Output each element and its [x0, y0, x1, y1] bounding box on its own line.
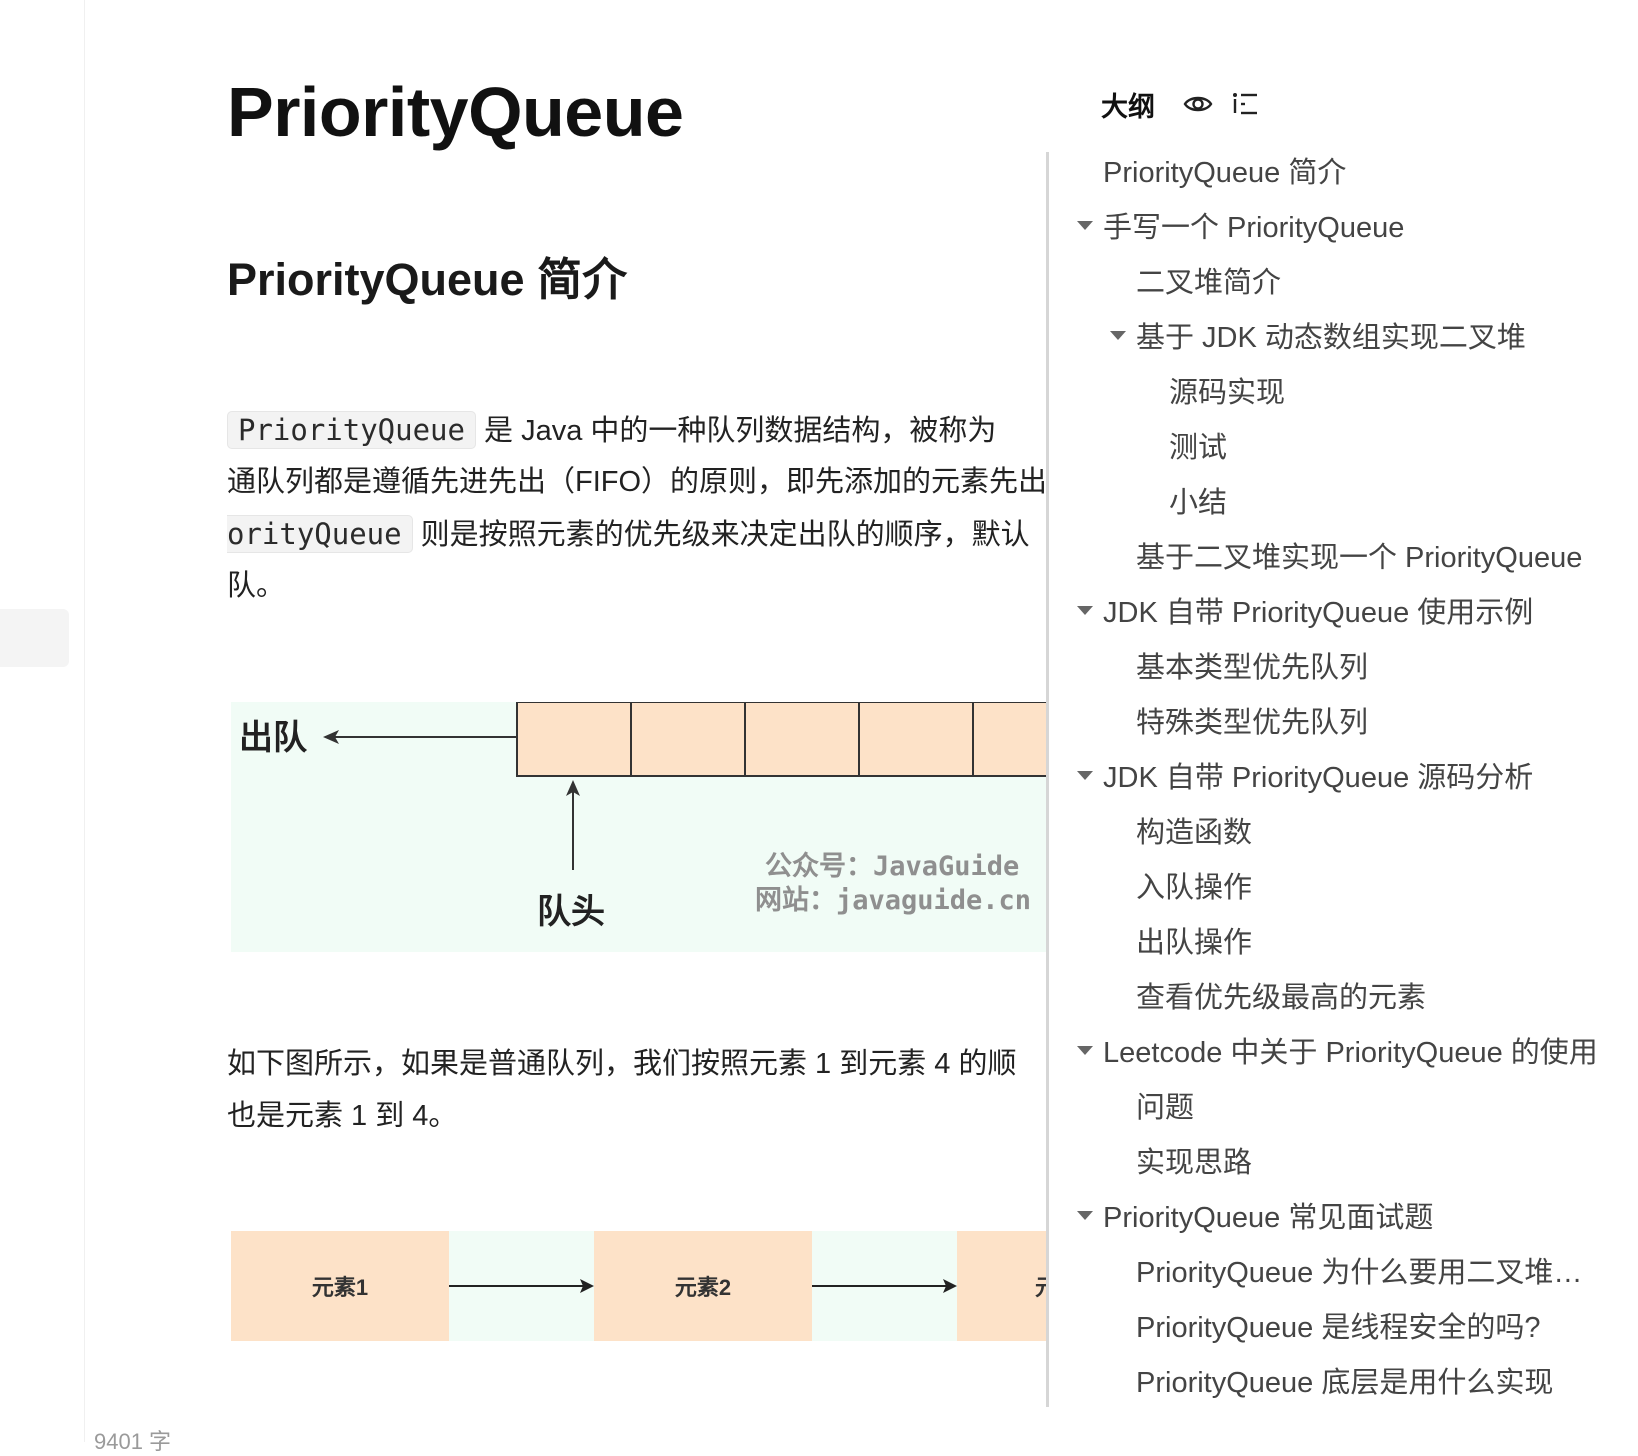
- caret-down-icon[interactable]: [1077, 606, 1093, 615]
- outline-item[interactable]: 源码实现: [1169, 370, 1285, 410]
- list-indent-icon[interactable]: [1231, 90, 1259, 118]
- page-title: PriorityQueue: [227, 73, 684, 151]
- outline-item-label: PriorityQueue 底层是用什么实现: [1136, 1367, 1554, 1399]
- queue-cell: [858, 702, 974, 777]
- inline-code: PriorityQueue: [227, 411, 476, 449]
- queue-cell: [630, 702, 746, 777]
- outline-item[interactable]: 特殊类型优先队列: [1136, 700, 1368, 740]
- paragraph-line: 通队列都是遵循先进先出（FIFO）的原则，即先添加的元素先出: [227, 466, 1048, 498]
- left-rail: [0, 0, 85, 1442]
- outline-item-label: 基本类型优先队列: [1136, 652, 1369, 684]
- outline-item-label: 构造函数: [1136, 817, 1253, 849]
- outline-item-label: PriorityQueue 是线程安全的吗?: [1136, 1312, 1541, 1344]
- outline-divider[interactable]: [1046, 152, 1049, 1407]
- queue-cell: [744, 702, 860, 777]
- paragraph-line: orityQueue 则是按照元素的优先级来决定出队的顺序，默认: [227, 508, 1030, 561]
- sidebar-toggle-tab[interactable]: [0, 609, 69, 667]
- element-box: 元: [957, 1231, 1049, 1341]
- outline-item[interactable]: 手写一个 PriorityQueue: [1077, 205, 1405, 245]
- dequeue-arrowhead: [323, 730, 339, 744]
- outline-item[interactable]: JDK 自带 PriorityQueue 使用示例: [1077, 590, 1534, 630]
- document-content: PriorityQueue PriorityQueue 简介 PriorityQ…: [227, 0, 1049, 1442]
- outline-item[interactable]: 实现思路: [1136, 1140, 1252, 1180]
- caret-down-icon[interactable]: [1077, 1046, 1093, 1055]
- outline-item-label: 源码实现: [1169, 377, 1286, 409]
- outline-item[interactable]: 测试: [1169, 425, 1227, 465]
- caret-down-icon[interactable]: [1077, 1211, 1093, 1220]
- outline-item[interactable]: 基本类型优先队列: [1136, 645, 1368, 685]
- outline-item-label: 实现思路: [1136, 1147, 1253, 1179]
- outline-item[interactable]: 构造函数: [1136, 810, 1252, 850]
- outline-item-label: PriorityQueue 常见面试题: [1103, 1202, 1434, 1234]
- element-box: 元素2: [594, 1231, 812, 1341]
- sequence-arrowhead: [943, 1279, 957, 1293]
- caret-down-icon[interactable]: [1110, 331, 1126, 340]
- queue-diagram: 出队 队头 公众号：JavaGuide 网站：javaguide.cn: [231, 702, 1049, 952]
- outline-item-label: 查看优先级最高的元素: [1136, 982, 1427, 1014]
- head-label: 队头: [537, 892, 605, 932]
- outline-item-label: 测试: [1169, 432, 1228, 464]
- queue-cell: [972, 702, 1049, 777]
- paragraph-text: 则是按照元素的优先级来决定出队的顺序，默认: [412, 519, 1030, 551]
- inline-code: orityQueue: [227, 515, 413, 553]
- outline-item-label: 基于二叉堆实现一个 PriorityQueue: [1136, 542, 1583, 574]
- outline-list: PriorityQueue 简介手写一个 PriorityQueue 二叉堆简介基…: [1049, 146, 1638, 1403]
- outline-item[interactable]: 出队操作: [1136, 920, 1252, 960]
- outline-item[interactable]: 基于 JDK 动态数组实现二叉堆: [1110, 315, 1526, 355]
- queue-cell: [516, 702, 632, 777]
- paragraph-line: 队。: [227, 570, 286, 602]
- caret-down-icon[interactable]: [1077, 221, 1093, 230]
- outline-item[interactable]: PriorityQueue 是线程安全的吗?: [1136, 1305, 1541, 1345]
- outline-item[interactable]: Leetcode 中关于 PriorityQueue 的使用: [1077, 1030, 1598, 1070]
- outline-item[interactable]: JDK 自带 PriorityQueue 源码分析: [1077, 755, 1534, 795]
- outline-header: 大纲: [1101, 82, 1259, 126]
- watermark-line: 公众号：JavaGuide: [765, 851, 1020, 882]
- dequeue-label: 出队: [239, 718, 307, 758]
- element-box: 元素1: [231, 1231, 449, 1341]
- outline-item[interactable]: 基于二叉堆实现一个 PriorityQueue: [1136, 535, 1582, 575]
- caret-down-icon[interactable]: [1077, 771, 1093, 780]
- outline-item-label: PriorityQueue 简介: [1103, 157, 1347, 189]
- outline-item-label: Leetcode 中关于 PriorityQueue 的使用: [1103, 1037, 1598, 1069]
- outline-item[interactable]: 查看优先级最高的元素: [1136, 975, 1426, 1015]
- outline-item[interactable]: 入队操作: [1136, 865, 1252, 905]
- outline-item[interactable]: 问题: [1136, 1085, 1194, 1125]
- outline-item[interactable]: PriorityQueue 常见面试题: [1077, 1195, 1434, 1235]
- outline-item-label: 出队操作: [1136, 927, 1253, 959]
- outline-item[interactable]: PriorityQueue 为什么要用二叉堆…: [1136, 1250, 1582, 1290]
- element-sequence-diagram: 元素1 元素2 元: [231, 1231, 1049, 1341]
- eye-icon[interactable]: [1183, 93, 1213, 115]
- outline-title: 大纲: [1101, 91, 1155, 122]
- outline-item-label: 二叉堆简介: [1136, 267, 1282, 299]
- outline-item[interactable]: PriorityQueue 简介: [1103, 150, 1346, 190]
- outline-item-label: PriorityQueue 为什么要用二叉堆…: [1136, 1257, 1583, 1289]
- outline-item-label: JDK 自带 PriorityQueue 源码分析: [1103, 762, 1534, 794]
- outline-item-label: JDK 自带 PriorityQueue 使用示例: [1103, 597, 1534, 629]
- outline-item-label: 特殊类型优先队列: [1136, 707, 1369, 739]
- paragraph-line: 如下图所示，如果是普通队列，我们按照元素 1 到元素 4 的顺: [227, 1048, 1017, 1080]
- paragraph-line: 也是元素 1 到 4。: [227, 1100, 458, 1132]
- sequence-arrowhead: [580, 1279, 594, 1293]
- queue-diagram-svg: [323, 702, 1049, 870]
- section-heading-intro: PriorityQueue 简介: [227, 254, 628, 305]
- outline-item-label: 手写一个 PriorityQueue: [1103, 212, 1405, 244]
- word-count: 9401 字: [94, 1429, 172, 1454]
- watermark: 公众号：JavaGuide 网站：javaguide.cn: [755, 850, 1031, 918]
- watermark-line: 网站：javaguide.cn: [755, 885, 1032, 916]
- outline-item[interactable]: 小结: [1169, 480, 1227, 520]
- paragraph-text: 是 Java 中的一种队列数据结构，被称为: [475, 415, 997, 447]
- outline-panel: 大纲 PriorityQueue 简介手写一个 PriorityQueue 二叉堆…: [1049, 0, 1638, 1442]
- outline-item[interactable]: PriorityQueue 底层是用什么实现: [1136, 1360, 1553, 1400]
- outline-item-label: 问题: [1136, 1092, 1195, 1124]
- outline-item-label: 基于 JDK 动态数组实现二叉堆: [1136, 322, 1526, 354]
- head-arrowhead: [566, 780, 580, 796]
- outline-item-label: 入队操作: [1136, 872, 1253, 904]
- paragraph-line: PriorityQueue 是 Java 中的一种队列数据结构，被称为: [227, 404, 996, 457]
- outline-item-label: 小结: [1169, 487, 1228, 519]
- outline-item[interactable]: 二叉堆简介: [1136, 260, 1281, 300]
